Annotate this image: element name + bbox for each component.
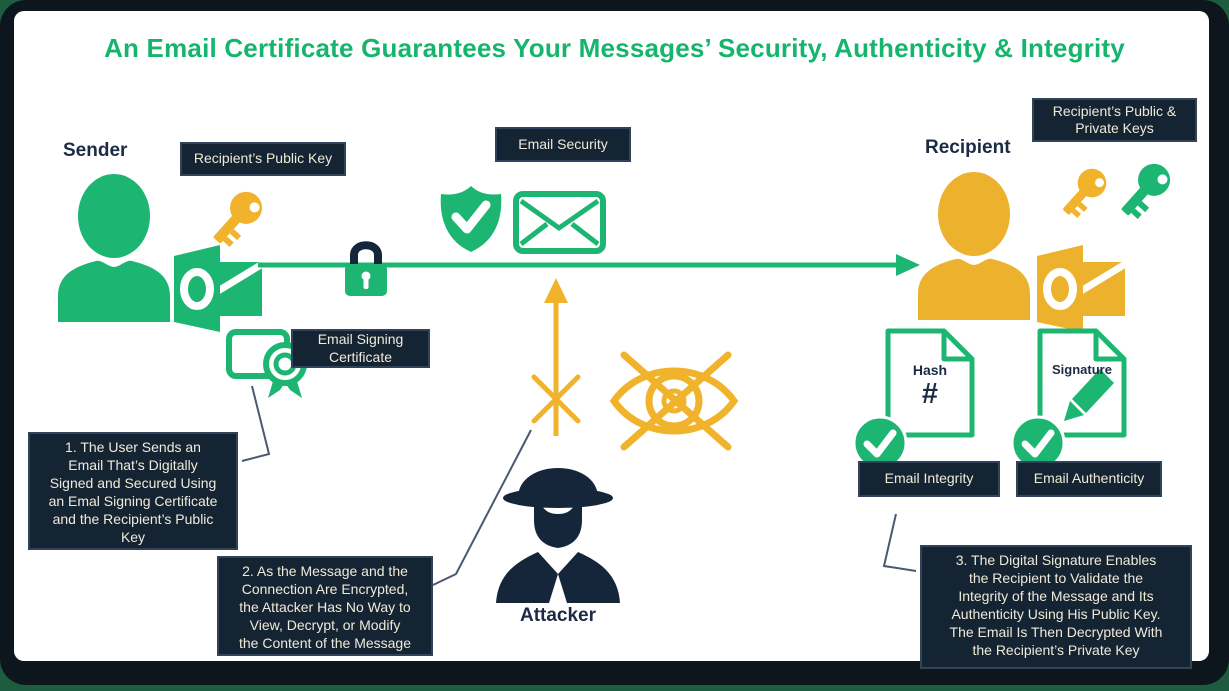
- email-authenticity-label: Email Authenticity: [1016, 461, 1162, 497]
- blocked-attack-arrow: [531, 278, 581, 436]
- note-step-1: 1. The User Sends an Email That’s Digita…: [28, 432, 238, 550]
- no-spying-eye-icon: [609, 351, 739, 451]
- sender-outlook-icon: [174, 245, 264, 332]
- connector-note2-attacker: [432, 429, 532, 586]
- email-security-label: Email Security: [495, 127, 631, 162]
- security-shield-icon: [440, 186, 502, 252]
- recipients-public-key-label: Recipient’s Public Key: [180, 142, 346, 176]
- signature-title: Signature: [1052, 362, 1112, 377]
- email-envelope-icon: [513, 191, 606, 254]
- recipient-outlook-icon: [1037, 245, 1127, 332]
- authenticity-check-icon: [1010, 415, 1066, 471]
- attacker-icon: [496, 468, 620, 603]
- email-integrity-label: Email Integrity: [858, 461, 1000, 497]
- connector-certificate-note1: [241, 385, 271, 462]
- hash-symbol: #: [921, 378, 939, 410]
- sender-public-key-icon: [213, 191, 263, 247]
- lock-icon: [345, 241, 387, 296]
- email-signing-certificate-label: Email Signing Certificate: [291, 329, 430, 368]
- connector-integrity-note3: [882, 513, 917, 572]
- sender-label: Sender: [63, 140, 128, 161]
- hash-title: Hash: [912, 362, 948, 378]
- sender-person-icon: [58, 174, 170, 322]
- page-title: An Email Certificate Guarantees Your Mes…: [104, 33, 1125, 63]
- recipient-public-key-icon: [1063, 168, 1107, 218]
- recipient-private-key-icon: [1121, 163, 1171, 219]
- recipients-keys-label: Recipient’s Public & Private Keys: [1032, 98, 1197, 142]
- attacker-label: Attacker: [519, 605, 597, 626]
- recipient-label: Recipient: [925, 137, 1011, 158]
- note-step-2: 2. As the Message and the Connection Are…: [217, 556, 433, 656]
- note-step-3: 3. The Digital Signature Enables the Rec…: [920, 545, 1192, 669]
- recipient-person-icon: [918, 172, 1030, 320]
